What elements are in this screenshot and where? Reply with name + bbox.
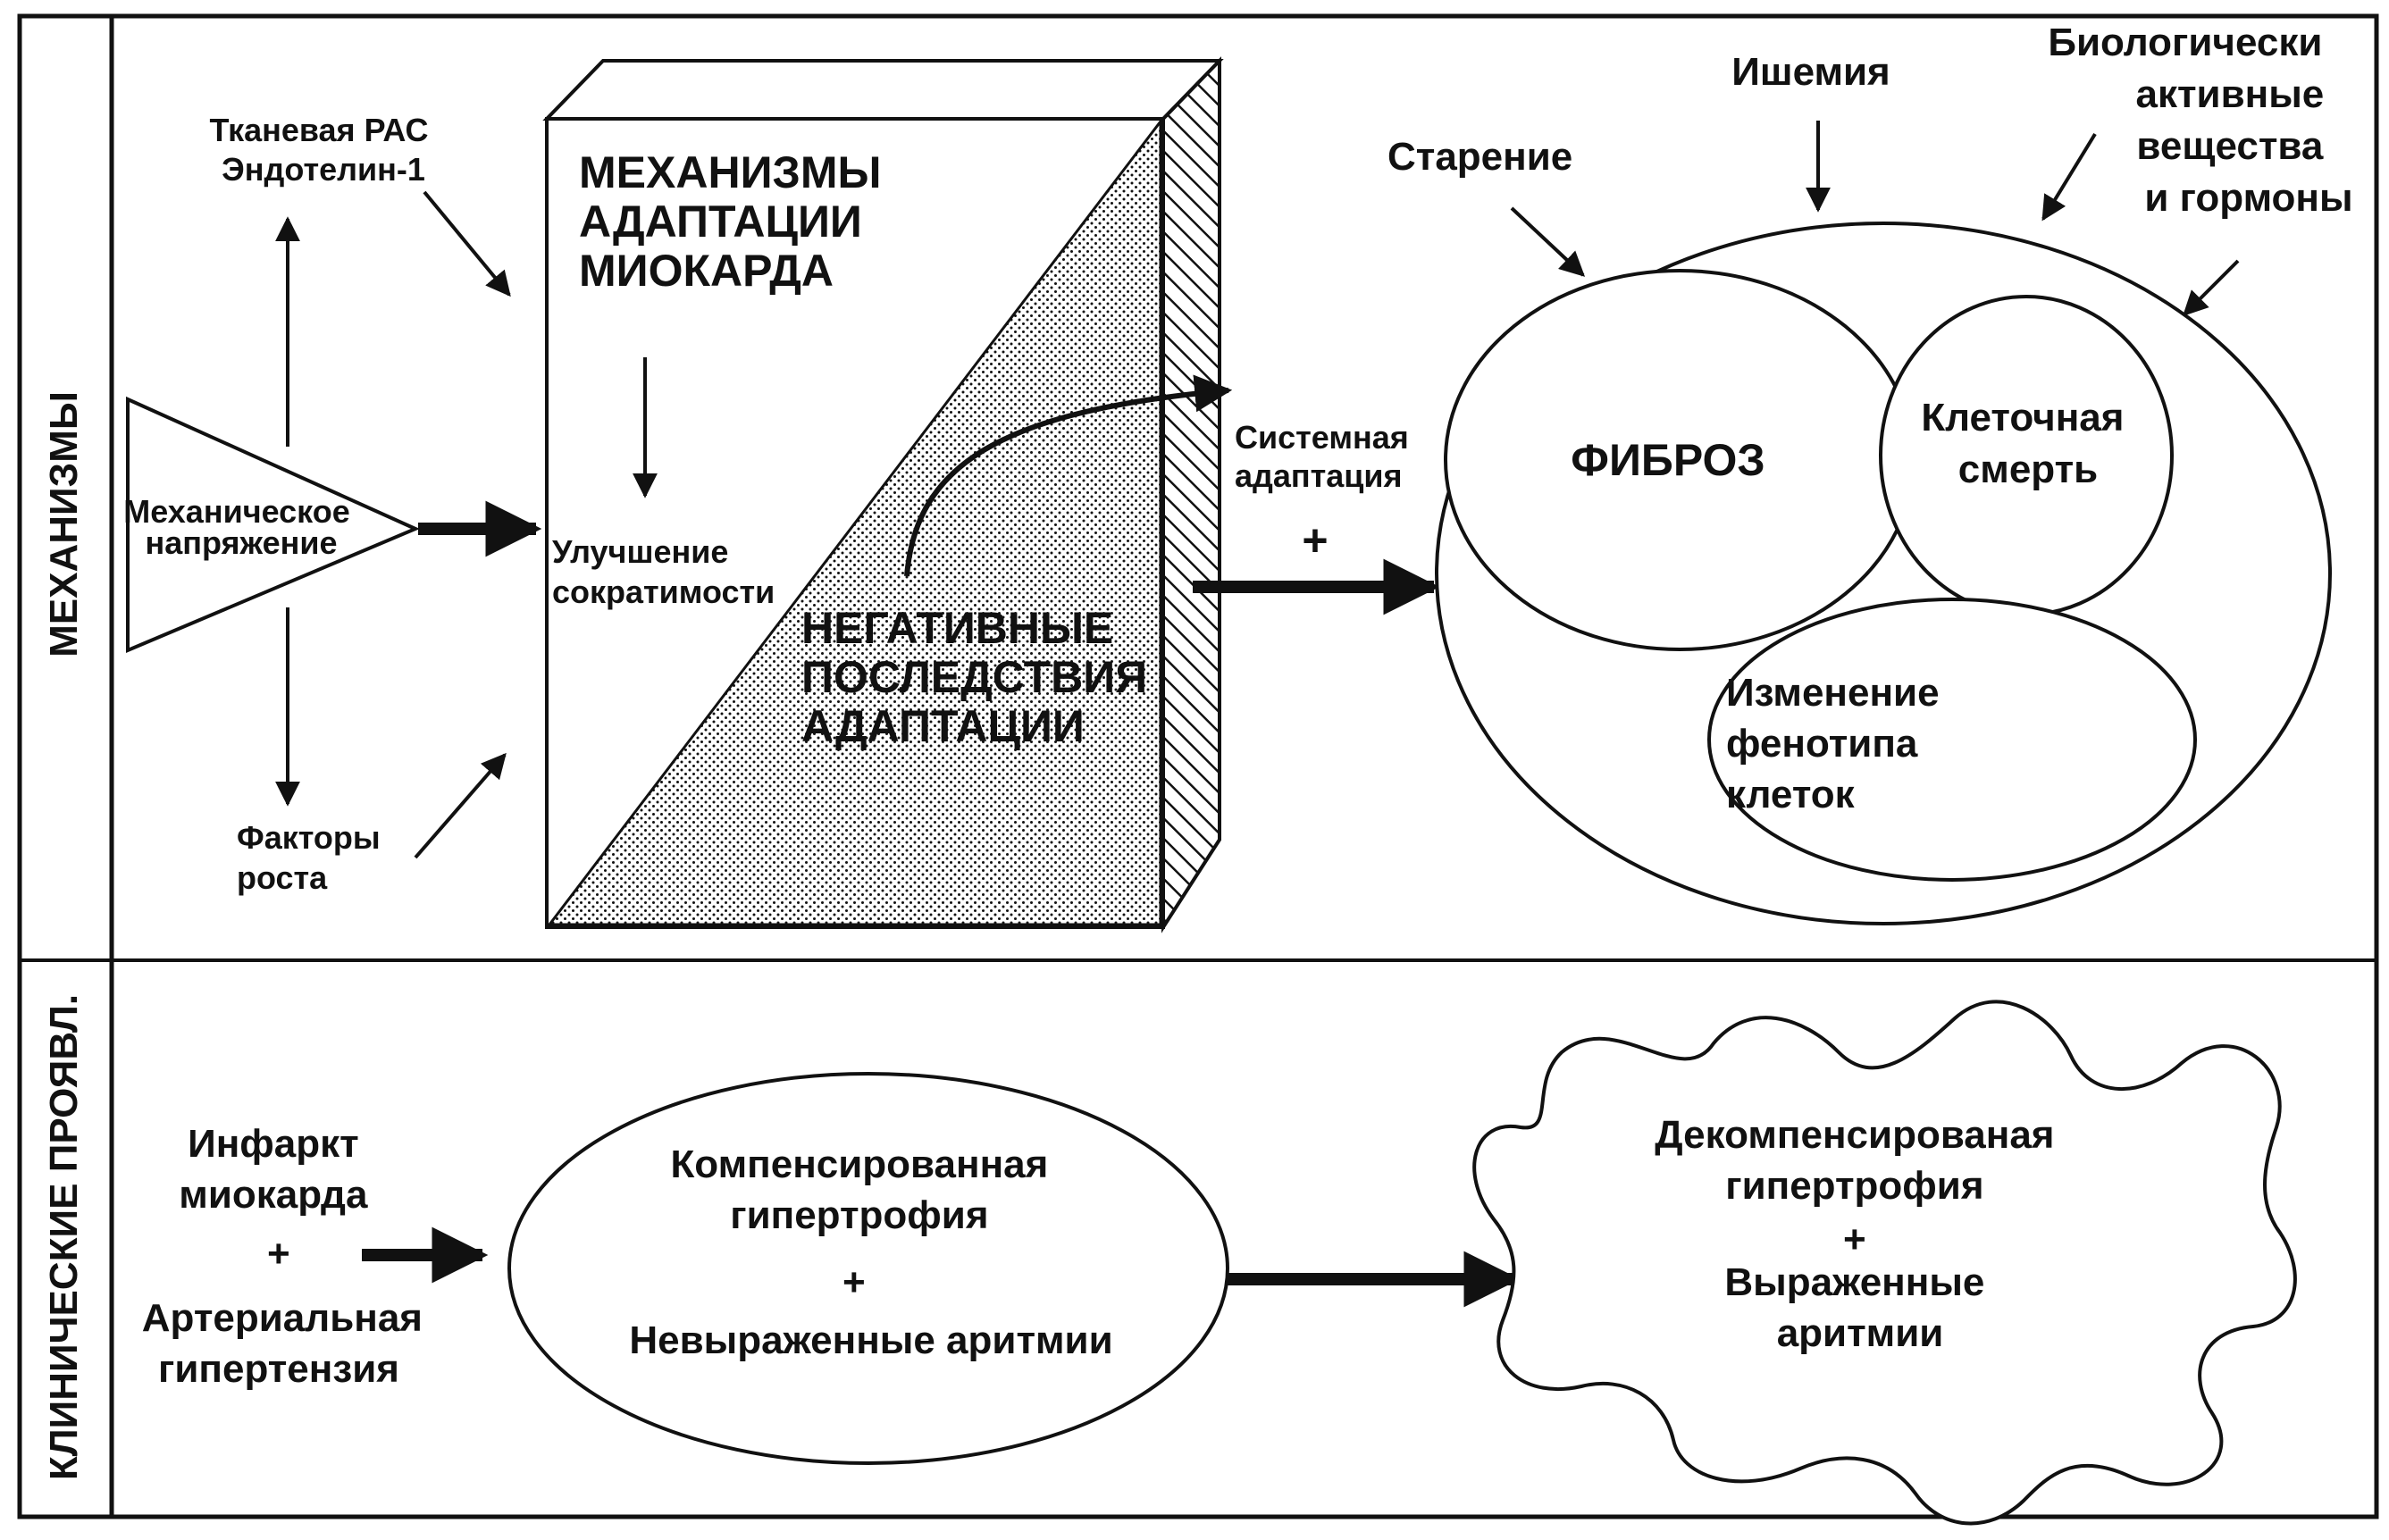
clinical-causes-label: Инфаркт миокарда + Артериальная гипертен… (142, 1122, 433, 1391)
arrow-growth-to-box (414, 752, 507, 859)
aging-label: Старение (1387, 135, 1572, 179)
box-side-face (1161, 56, 1221, 933)
systemic-adaptation-label: Системная адаптация (1235, 419, 1418, 494)
fibrosis-label: ФИБРОЗ (1571, 435, 1765, 485)
outer-frame (17, 13, 2379, 1519)
compensated-hypertrophy-ellipse (507, 1072, 1229, 1465)
curved-arrow-to-systemic (904, 374, 1233, 577)
bio-active-substances-label: Биологически активные вещества и гормоны (2048, 21, 2352, 220)
negative-consequences-label: НЕГАТИВНЫЕ ПОСЛЕДСТВИЯ АДАПТАЦИИ (801, 603, 1160, 751)
decompensated-hypertrophy-label: Декомпенсированая гипертрофия + Выраженн… (1655, 1113, 2065, 1355)
mechanical-stress-triangle (126, 396, 421, 654)
phenotype-ellipse (1707, 598, 2197, 882)
box-top-face (542, 59, 1224, 121)
mechanical-stress-label: Механическое напряжение (123, 493, 359, 561)
side-label-clinical: КЛИНИЧЕСКИЕ ПРОЯВЛ. (42, 994, 86, 1480)
improvement-label: Улучшение сократимости (552, 533, 775, 610)
systemic-plus: + (1302, 515, 1328, 565)
arrow-ras-to-box (423, 190, 511, 297)
decompensated-blob (1472, 1000, 2297, 1526)
growth-factors-label: Факторы роста (237, 819, 390, 896)
cell-death-label: Клеточная смерть (1921, 396, 2134, 491)
ischemia-label: Ишемия (1731, 50, 1890, 94)
arrow-aging (1510, 206, 1586, 277)
arrow-bio-active-2 (2183, 259, 2240, 316)
negative-consequences-region (546, 117, 1162, 926)
arrow-bio-active-1 (2041, 132, 2097, 222)
phenotype-label: Изменение фенотипа клеток (1726, 671, 1950, 816)
side-label-mechanisms: МЕХАНИЗМЫ (42, 391, 86, 657)
tissue-ras-label: Тканевая РАС Эндотелин-1 (209, 112, 437, 188)
box-title: МЕХАНИЗМЫ АДАПТАЦИИ МИОКАРДА (579, 147, 893, 296)
compensated-hypertrophy-label: Компенсированная гипертрофия + Невыражен… (629, 1142, 1112, 1362)
